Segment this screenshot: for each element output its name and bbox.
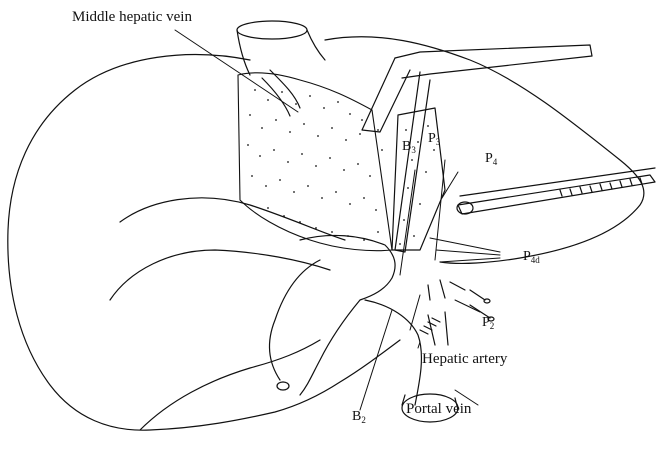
forceps: [457, 168, 655, 214]
label-middle-hepatic-vein: Middle hepatic vein: [72, 10, 192, 25]
liver-caudate-edge: [110, 250, 330, 300]
label-portal-vein: Portal vein: [406, 402, 471, 417]
label-b3: B3: [402, 140, 416, 155]
label-p3: P3: [428, 132, 440, 147]
label-p4d: P4d: [523, 250, 540, 265]
liver-inner-edge: [120, 198, 345, 240]
label-b2: B2: [352, 410, 366, 425]
label-p4: P4: [485, 152, 497, 167]
label-p2: P2: [482, 316, 494, 331]
label-hepatic-artery: Hepatic artery: [422, 352, 507, 367]
transection-plane-right: [392, 108, 445, 250]
transection-plane: [238, 73, 392, 251]
liver-outline: [8, 55, 400, 431]
middle-hepatic-vein: [237, 21, 325, 116]
liver-lower-fold: [140, 340, 320, 430]
